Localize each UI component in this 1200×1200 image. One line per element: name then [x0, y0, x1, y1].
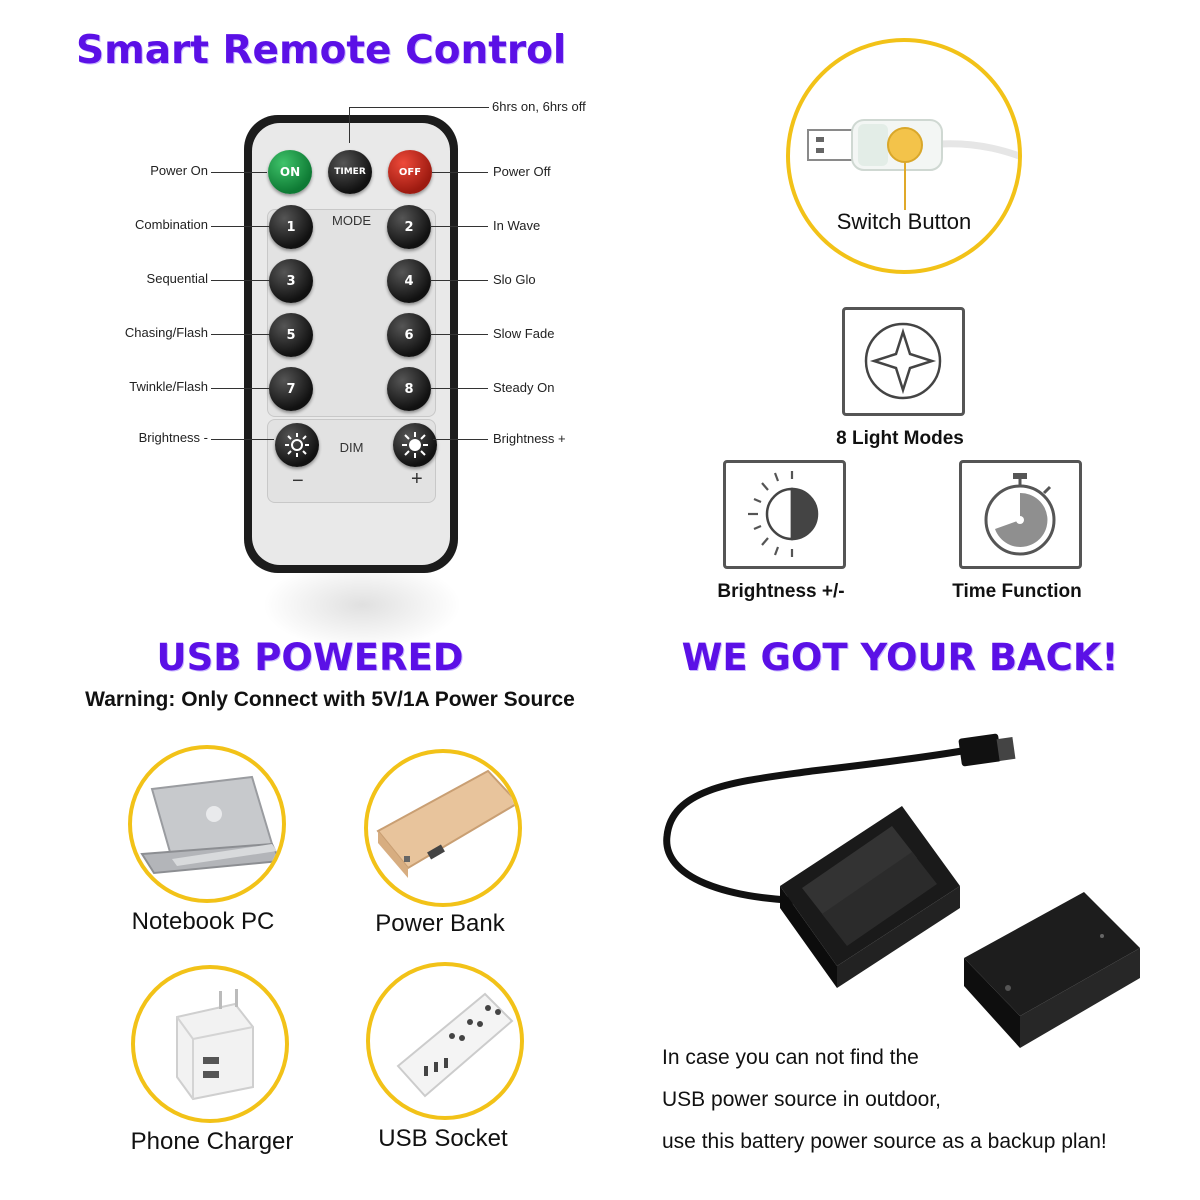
power-off-button[interactable]: OFF	[388, 150, 432, 194]
leader-sequential	[211, 280, 269, 281]
dim-label: DIM	[339, 440, 364, 455]
time-function-label: Time Function	[952, 581, 1082, 602]
leader-brightness-minus	[211, 439, 274, 440]
brightness-icon-box	[723, 460, 846, 569]
power-bank-icon	[376, 769, 518, 878]
label-brightness-plus: Brightness +	[493, 431, 566, 446]
light-modes-icon-box	[842, 307, 965, 416]
usb-warning: Warning: Only Connect with 5V/1A Power S…	[85, 688, 575, 711]
sun-bright-icon	[402, 432, 428, 458]
power-on-button[interactable]: ON	[268, 150, 312, 194]
usb-socket-ring	[366, 962, 524, 1120]
remote-title: Smart Remote Control	[76, 28, 567, 73]
sun-dim-icon	[285, 433, 309, 457]
timer-button[interactable]: TIMER	[328, 150, 372, 194]
notebook-pc-ring	[128, 745, 286, 903]
time-function-icon-box	[959, 460, 1082, 569]
leader-combination	[211, 226, 269, 227]
backup-line-2: USB power source in outdoor,	[662, 1088, 941, 1111]
label-combination: Combination	[135, 217, 208, 232]
brightness-down-button[interactable]	[275, 423, 319, 467]
brightness-label: Brightness +/-	[717, 581, 845, 602]
switch-button-ring: Switch Button	[786, 38, 1022, 274]
mode-button-8[interactable]: 8	[387, 367, 431, 411]
label-chasing: Chasing/Flash	[124, 325, 208, 340]
label-power-on: Power On	[150, 163, 208, 178]
leader-power-off	[432, 172, 488, 173]
mode-button-4[interactable]: 4	[387, 259, 431, 303]
mode-button-1[interactable]: 1	[269, 205, 313, 249]
mode-label: MODE	[332, 213, 371, 228]
timer-note: 6hrs on, 6hrs off	[492, 99, 586, 114]
stopwatch-icon	[984, 473, 1056, 556]
leader-twinkle	[211, 388, 269, 389]
leader-power-on	[211, 172, 267, 173]
mode-button-7[interactable]: 7	[269, 367, 313, 411]
sparkle-icon	[864, 322, 942, 400]
backup-line-1: In case you can not find the	[662, 1046, 919, 1069]
phone-charger-label: Phone Charger	[130, 1128, 294, 1155]
backup-line-3: use this battery power source as a backu…	[662, 1130, 1107, 1153]
label-power-off: Power Off	[493, 164, 551, 179]
backup-title: WE GOT YOUR BACK!	[681, 636, 1119, 679]
remote-shadow	[262, 560, 462, 650]
label-slo-glo: Slo Glo	[493, 272, 536, 287]
timer-leader-horizontal	[349, 107, 489, 108]
remote-control: ON TIMER OFF MODE 1 2 3 4 5 6 7 8 DIM − …	[244, 115, 458, 573]
mode-button-2[interactable]: 2	[387, 205, 431, 249]
leader-in-wave	[430, 226, 488, 227]
leader-slo-glo	[430, 280, 488, 281]
label-twinkle: Twinkle/Flash	[129, 379, 208, 394]
notebook-pc-label: Notebook PC	[131, 908, 275, 935]
plus-label: +	[411, 468, 423, 490]
usb-switch-illustration	[807, 119, 1018, 210]
timer-leader-vertical	[349, 107, 350, 143]
usb-socket-label: USB Socket	[378, 1125, 508, 1152]
leader-chasing	[211, 334, 269, 335]
label-in-wave: In Wave	[493, 218, 541, 233]
remote-face: ON TIMER OFF MODE 1 2 3 4 5 6 7 8 DIM − …	[252, 123, 450, 565]
leader-brightness-plus	[433, 439, 488, 440]
brightness-icon	[748, 471, 819, 557]
label-sequential: Sequential	[146, 271, 208, 286]
charger-icon	[176, 989, 254, 1101]
power-strip-icon	[396, 992, 514, 1098]
light-modes-label: 8 Light Modes	[836, 428, 964, 449]
minus-label: −	[292, 470, 304, 492]
power-bank-label: Power Bank	[375, 910, 505, 937]
mode-button-5[interactable]: 5	[269, 313, 313, 357]
leader-steady-on	[430, 388, 488, 389]
label-brightness-minus: Brightness -	[138, 430, 208, 445]
leader-slow-fade	[430, 334, 488, 335]
power-bank-ring	[364, 749, 522, 907]
label-steady-on: Steady On	[493, 380, 555, 395]
laptop-icon	[140, 775, 282, 875]
brightness-up-button[interactable]	[393, 423, 437, 467]
usb-powered-title: USB POWERED	[156, 636, 464, 679]
label-slow-fade: Slow Fade	[493, 326, 555, 341]
phone-charger-ring	[131, 965, 289, 1123]
mode-button-6[interactable]: 6	[387, 313, 431, 357]
battery-box-illustration	[663, 733, 1140, 1048]
switch-button-label: Switch Button	[836, 209, 972, 234]
mode-button-3[interactable]: 3	[269, 259, 313, 303]
